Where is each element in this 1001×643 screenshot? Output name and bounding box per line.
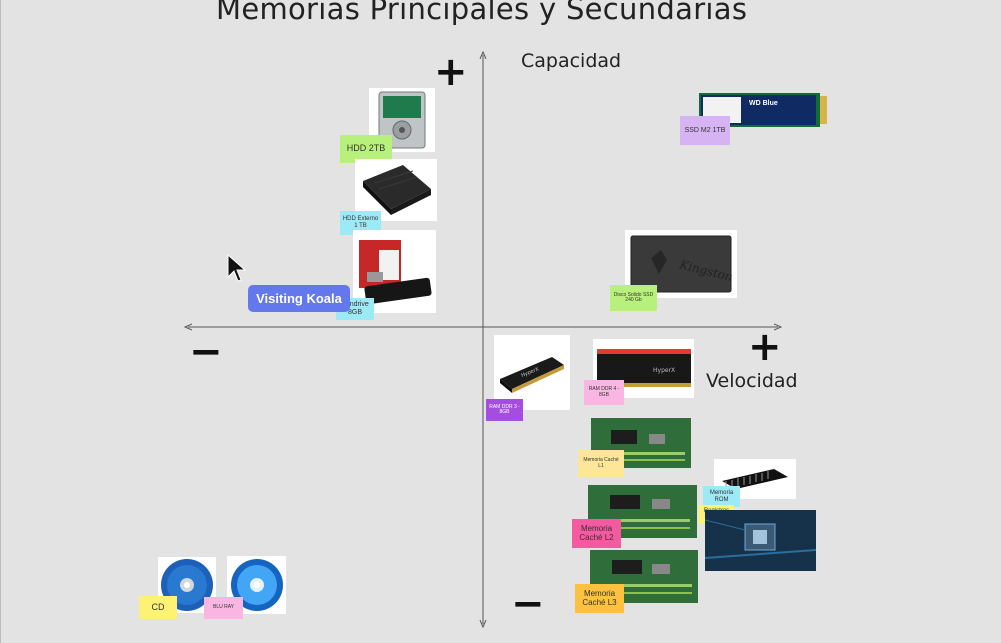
sticky-bluray[interactable]: BLU RAY	[204, 597, 243, 619]
svg-text:HyperX: HyperX	[653, 367, 675, 374]
cursor-arrow-icon	[227, 253, 247, 282]
y-minus-sign[interactable]: −	[511, 581, 545, 627]
sticky-ram-ddr4[interactable]: RAM DDR 4 - 8GB	[584, 380, 624, 405]
hdd-2tb-image[interactable]	[369, 88, 435, 152]
svg-text:WD Blue: WD Blue	[749, 100, 778, 107]
sticky-ssd-m2[interactable]: SSD M2 1TB	[680, 116, 730, 145]
ram-ddr3-image[interactable]: HyperX	[494, 335, 570, 410]
sticky-rom[interactable]: Memoria ROM	[703, 486, 740, 507]
board-title[interactable]: Memorias Principales y Secundarias	[216, 0, 748, 26]
bluray-disc-image[interactable]	[227, 556, 286, 614]
sticky-cache-l1[interactable]: Memoria Caché L1	[578, 450, 624, 477]
pendrive-image[interactable]	[353, 230, 436, 313]
sticky-cache-l2[interactable]: Memoria Caché L2	[572, 519, 621, 548]
x-minus-sign[interactable]: −	[189, 329, 223, 375]
sticky-hdd-2tb[interactable]: HDD 2TB	[340, 135, 392, 163]
y-plus-sign[interactable]: +	[434, 49, 468, 95]
sticky-ram-ddr3[interactable]: RAM DDR 3 - 8GB	[486, 399, 523, 421]
x-plus-sign[interactable]: +	[748, 324, 782, 370]
sticky-cd[interactable]: CD	[139, 596, 177, 619]
sticky-cache-l3[interactable]: Memoria Caché L3	[575, 584, 624, 613]
ram-ddr4-image[interactable]: HyperX	[593, 339, 694, 398]
y-axis-label[interactable]: Capacidad	[521, 50, 622, 72]
canvas-edge	[0, 0, 1, 643]
hdd-externo-image[interactable]	[355, 159, 437, 221]
sticky-ssd-240[interactable]: Disco Solido SSD 240 Gb	[610, 285, 657, 311]
x-axis-label[interactable]: Velocidad	[706, 370, 798, 392]
cpu-board-image[interactable]	[705, 510, 816, 571]
collaborator-cursor-label: Visiting Koala	[248, 285, 350, 312]
